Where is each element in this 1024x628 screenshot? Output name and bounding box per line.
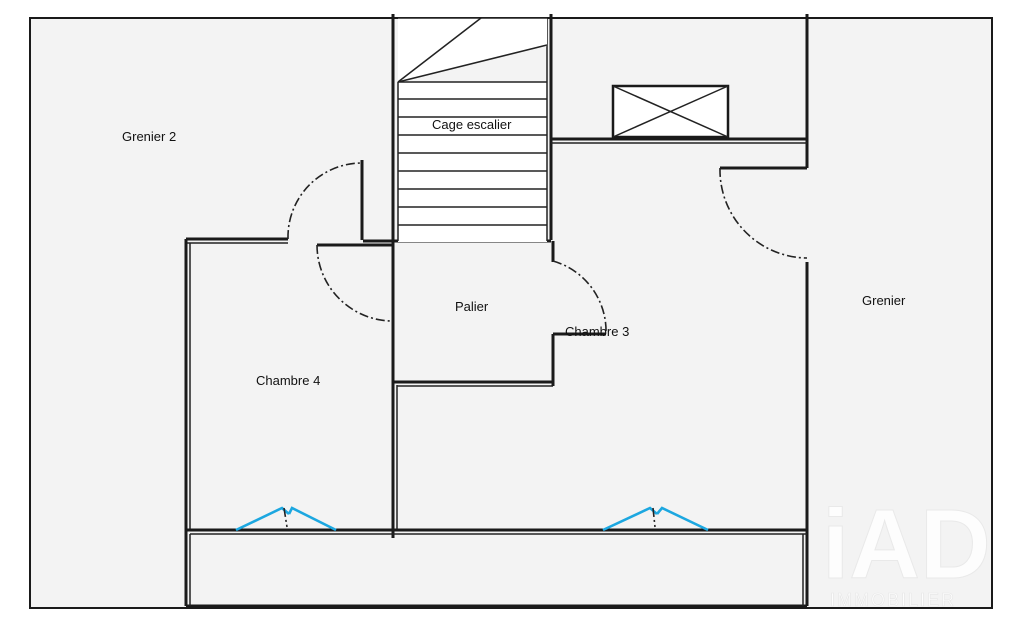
svg-text:iAD: iAD <box>822 489 991 599</box>
door-swings <box>287 162 808 335</box>
label-grenier: Grenier <box>862 293 906 308</box>
label-chambre-3: Chambre 3 <box>565 324 629 339</box>
chimney-void <box>611 84 730 139</box>
svg-text:IMMOBILIER: IMMOBILIER <box>830 590 956 610</box>
walls <box>184 14 809 608</box>
label-palier: Palier <box>455 299 489 314</box>
iad-logo-watermark: iAD IMMOBILIER <box>822 489 992 611</box>
windows <box>235 506 709 532</box>
staircase <box>397 17 548 242</box>
label-chambre-4: Chambre 4 <box>256 373 320 388</box>
label-grenier-2: Grenier 2 <box>122 129 176 144</box>
label-cage-escalier: Cage escalier <box>432 117 512 132</box>
